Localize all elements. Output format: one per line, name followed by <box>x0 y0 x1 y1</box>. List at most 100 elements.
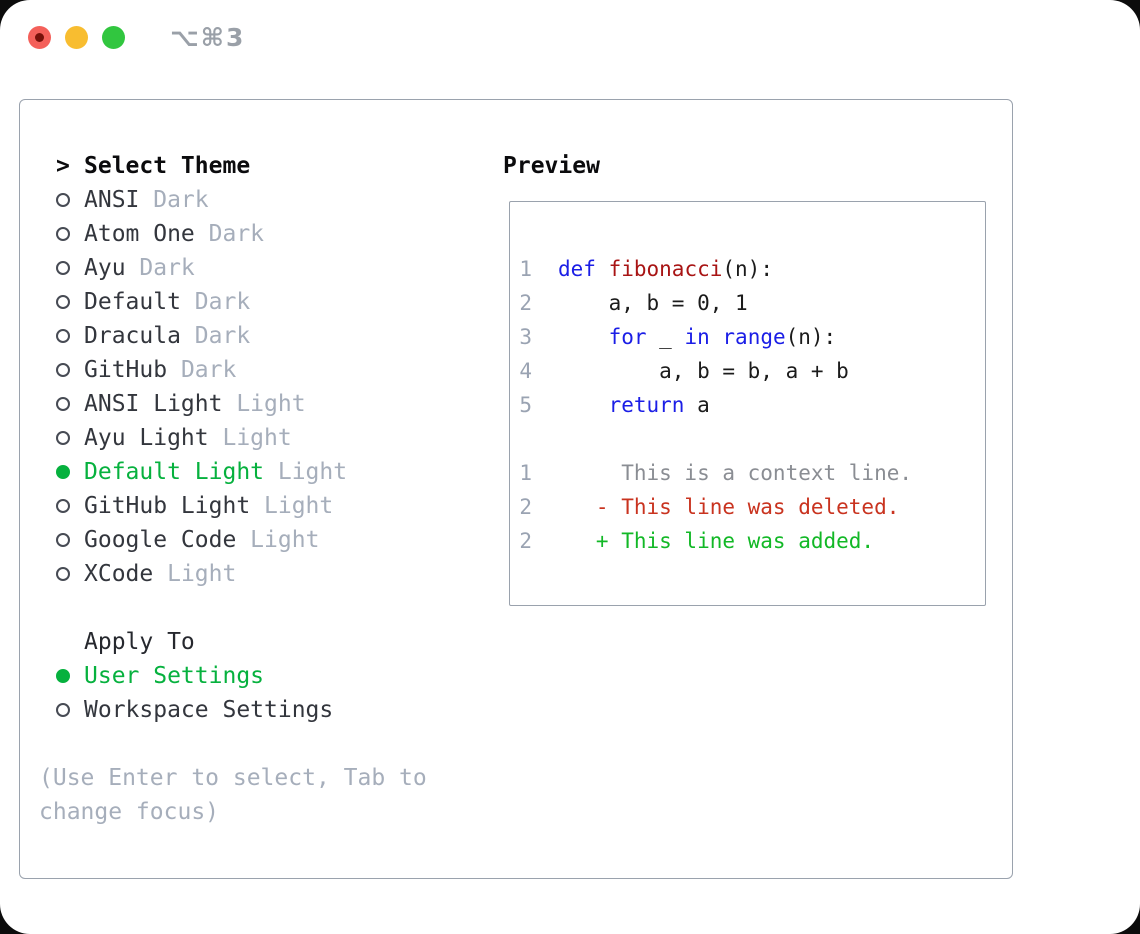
theme-option[interactable]: Atom One Dark <box>39 217 347 251</box>
line-number: 4 <box>519 359 532 383</box>
code-segment-added: + This line was added. <box>558 529 875 553</box>
code-segment-keyword: range <box>722 325 786 349</box>
theme-variant: Light <box>236 527 320 553</box>
theme-option[interactable]: Google Code Light <box>39 523 347 557</box>
code-segment-keyword: def <box>558 257 596 281</box>
theme-option-label: ANSI Dark <box>84 187 209 213</box>
code-segment-plain: a, b = b, a + b <box>558 359 849 383</box>
code-text: - This line was deleted. <box>558 490 899 524</box>
line-number: 3 <box>519 325 532 349</box>
theme-option-label: Atom One Dark <box>84 221 265 247</box>
code-line: 4 a, b = b, a + b <box>510 354 985 388</box>
line-number: 1 <box>519 461 532 485</box>
code-line: 2 + This line was added. <box>510 524 985 558</box>
code-line: 3 for _ in range(n): <box>510 320 985 354</box>
code-text: a, b = b, a + b <box>558 354 849 388</box>
code-text: This is a context line. <box>558 456 912 490</box>
code-segment-plain <box>710 325 723 349</box>
apply-option[interactable]: User Settings <box>39 659 333 693</box>
code-segment-context: This is a context line. <box>558 461 913 485</box>
zoom-button-icon[interactable] <box>102 26 125 49</box>
apply-option[interactable]: Workspace Settings <box>39 693 333 727</box>
radio-icon <box>56 397 70 411</box>
theme-option-label: Google Code Light <box>84 527 320 553</box>
theme-option-label: Default Light Light <box>84 459 348 485</box>
code-line: 5 return a <box>510 388 985 422</box>
apply-option-label: User Settings <box>84 663 265 689</box>
code-text: for _ in range(n): <box>558 320 837 354</box>
close-button-icon[interactable] <box>28 26 51 49</box>
selection-cursor-icon: > <box>56 153 70 179</box>
radio-icon <box>56 533 70 547</box>
radio-icon <box>56 567 70 581</box>
theme-variant: Dark <box>180 323 251 349</box>
theme-option-label: Ayu Light Light <box>84 425 292 451</box>
code-segment-plain: a, b = 0, 1 <box>558 291 748 315</box>
line-number: 1 <box>519 257 532 281</box>
theme-option[interactable]: Dracula Dark <box>39 319 347 353</box>
theme-option-label: GitHub Light Light <box>84 493 334 519</box>
line-number: 5 <box>519 393 532 417</box>
line-number <box>519 422 532 456</box>
theme-option-label: Ayu Dark <box>84 255 195 281</box>
theme-variant: Light <box>250 493 334 519</box>
radio-icon <box>56 431 70 445</box>
minimize-button-icon[interactable] <box>65 26 88 49</box>
code-line: 2 a, b = 0, 1 <box>510 286 985 320</box>
radio-icon <box>56 261 70 275</box>
code-text: return a <box>558 388 710 422</box>
code-segment-keyword: for <box>608 325 647 349</box>
theme-option[interactable]: Ayu Light Light <box>39 421 347 455</box>
apply-option-label: Workspace Settings <box>84 697 334 723</box>
code-segment-plain <box>596 257 609 281</box>
theme-option-label: XCode Light <box>84 561 237 587</box>
preview-title: Preview <box>503 153 600 179</box>
code-segment-plain: _ <box>646 325 685 349</box>
code-line <box>510 422 985 456</box>
code-text: a, b = 0, 1 <box>558 286 748 320</box>
apply-to-title: Apply To <box>84 629 195 655</box>
theme-option[interactable]: Default Dark <box>39 285 347 319</box>
radio-icon <box>56 227 70 241</box>
code-segment-plain <box>558 393 609 417</box>
selected-radio-icon <box>56 669 70 683</box>
code-segment-plain: a <box>684 393 710 417</box>
selected-radio-icon <box>56 465 70 479</box>
code-line: 2 - This line was deleted. <box>510 490 985 524</box>
theme-variant: Dark <box>125 255 195 281</box>
theme-option[interactable]: GitHub Dark <box>39 353 347 387</box>
theme-option-label: Dracula Dark <box>84 323 251 349</box>
code-segment-keyword: return <box>608 393 685 417</box>
theme-option[interactable]: GitHub Light Light <box>39 489 347 523</box>
theme-option-label: GitHub Dark <box>84 357 237 383</box>
code-text: + This line was added. <box>558 524 874 558</box>
radio-icon <box>56 295 70 309</box>
theme-option[interactable]: Default Light Light <box>39 455 347 489</box>
window-title: ⌥⌘3 <box>170 23 246 52</box>
theme-option[interactable]: Ayu Dark <box>39 251 347 285</box>
code-segment-plain: (n): <box>722 257 773 281</box>
line-number: 2 <box>519 495 532 519</box>
theme-variant: Dark <box>167 357 237 383</box>
theme-list-title: Select Theme <box>84 153 251 179</box>
line-number: 2 <box>519 291 532 315</box>
radio-icon <box>56 329 70 343</box>
theme-option[interactable]: ANSI Dark <box>39 183 347 217</box>
radio-icon <box>56 703 70 717</box>
code-segment-plain <box>558 325 609 349</box>
theme-option[interactable]: XCode Light <box>39 557 347 591</box>
theme-option[interactable]: ANSI Light Light <box>39 387 347 421</box>
theme-variant: Light <box>153 561 237 587</box>
theme-variant: Light <box>264 459 348 485</box>
theme-variant: Light <box>208 425 292 451</box>
code-line: 1 This is a context line. <box>510 456 985 490</box>
code-segment-keyword: in <box>684 325 710 349</box>
